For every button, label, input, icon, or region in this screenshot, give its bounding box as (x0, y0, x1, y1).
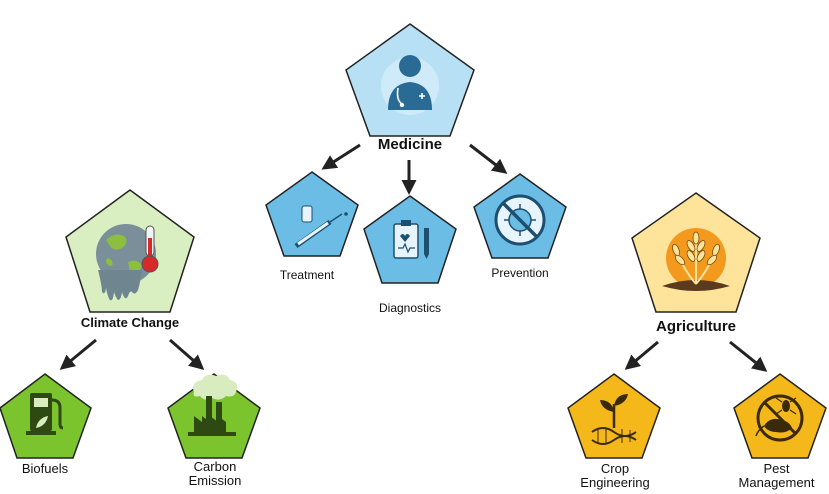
clipboard-icon (393, 220, 429, 259)
crop-engineering-node (567, 373, 661, 459)
dna-plant-icon (591, 394, 637, 445)
no-virus-icon (494, 194, 546, 246)
doctor-icon (381, 55, 439, 115)
agriculture-label: Agriculture (655, 318, 736, 335)
arrow-climate-carbon (169, 338, 205, 370)
arrow-medicine-treatment (321, 143, 361, 170)
carbon-emission-label-line2: Emission (188, 473, 242, 488)
diagnostics-label: Diagnostics (378, 301, 442, 315)
carbon-emission-label-line1: Carbon (193, 459, 237, 474)
agriculture-node (631, 192, 761, 313)
crop-engineering-label-line1: Crop (600, 461, 630, 476)
carbon-emission-node (167, 373, 261, 459)
no-pest-icon (755, 394, 804, 442)
pest-management-node (733, 373, 827, 459)
arrow-climate-biofuels (59, 338, 97, 370)
arrow-agriculture-crop (624, 340, 659, 370)
pest-management-label-line2: Management (738, 475, 815, 490)
factory-icon (188, 374, 238, 436)
arrow-medicine-prevention (469, 143, 508, 174)
fuel-pump-icon (26, 393, 64, 435)
prevention-label: Prevention (491, 266, 549, 280)
wheat-icon (662, 228, 730, 291)
treatment-label: Treatment (279, 268, 335, 282)
pest-management-label: Pest Management (724, 462, 829, 490)
treatment-node (265, 171, 359, 257)
biofuels-label: Biofuels (21, 461, 69, 476)
diagnostics-node (363, 195, 457, 284)
pest-management-label-line1: Pest (763, 461, 790, 476)
prevention-node (473, 173, 567, 259)
carbon-emission-label: Carbon Emission (170, 460, 260, 488)
crop-engineering-label: Crop Engineering (560, 462, 670, 490)
syringe-icon (294, 205, 348, 249)
melting-earth-icon (96, 224, 159, 301)
medicine-label: Medicine (377, 136, 443, 153)
medicine-node (345, 23, 475, 137)
arrow-agriculture-pest (729, 340, 768, 372)
crop-engineering-label-line2: Engineering (580, 475, 650, 490)
biofuels-node (0, 373, 92, 459)
climate-node (65, 189, 195, 313)
climate-change-label: Climate Change (80, 315, 180, 330)
arrows (59, 143, 768, 372)
